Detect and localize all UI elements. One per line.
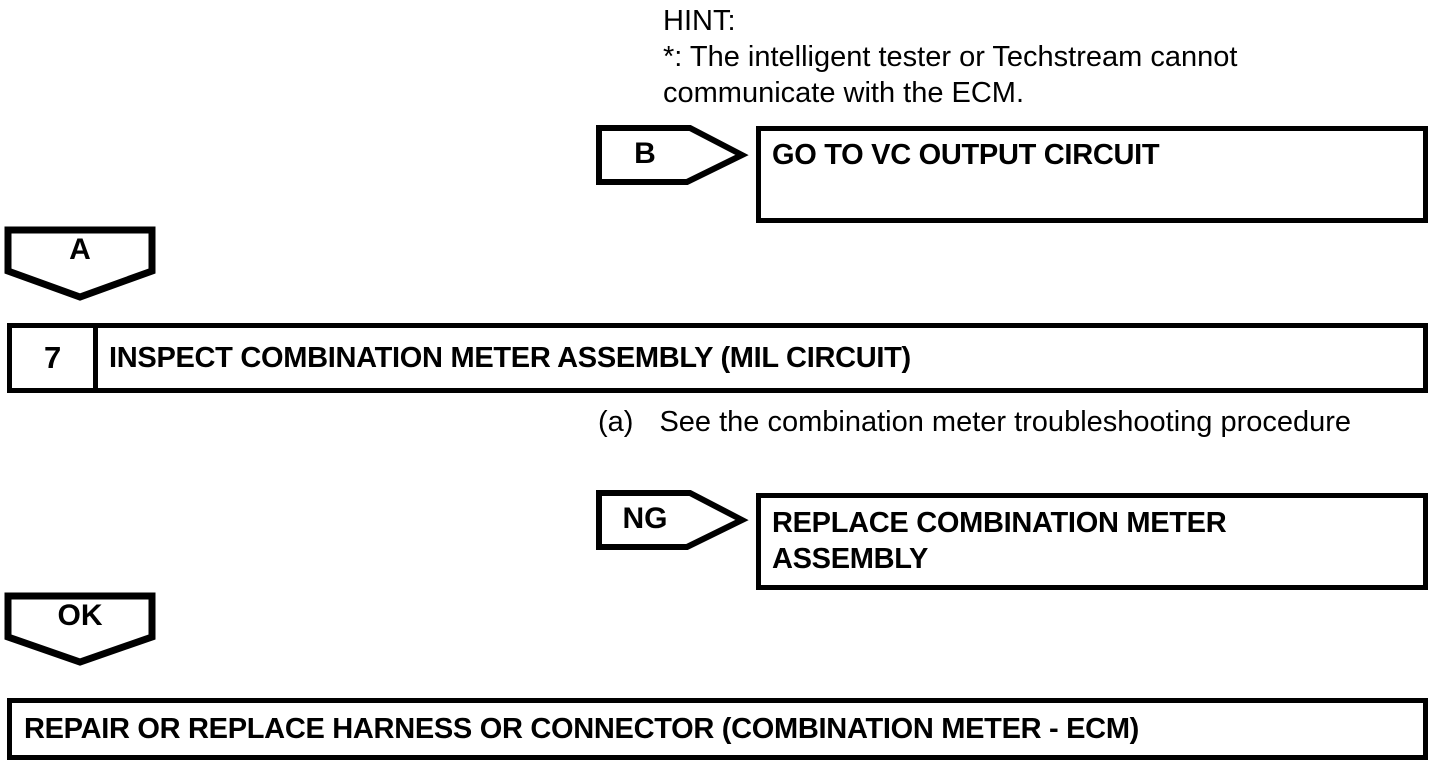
connector-ng-arrow-icon xyxy=(596,490,749,550)
replace-combination-meter-line-1: REPLACE COMBINATION METER xyxy=(772,507,1227,539)
step-title: INSPECT COMBINATION METER ASSEMBLY (MIL … xyxy=(109,341,911,374)
go-to-vc-output-circuit-text: GO TO VC OUTPUT CIRCUIT xyxy=(772,139,1160,171)
hint-line-2: communicate with the ECM. xyxy=(663,77,1025,109)
connector-ok-label: OK xyxy=(57,599,103,632)
connector-a-label: A xyxy=(69,233,91,266)
hint-title: HINT: xyxy=(663,5,736,37)
go-to-vc-output-circuit-box: GO TO VC OUTPUT CIRCUIT xyxy=(756,126,1428,223)
step-7-box: 7 INSPECT COMBINATION METER ASSEMBLY (MI… xyxy=(7,323,1428,393)
replace-combination-meter-line-2: ASSEMBLY xyxy=(772,543,929,575)
connector-ok-pentagon-icon xyxy=(4,592,156,666)
connector-b-arrow-icon xyxy=(596,125,749,185)
instruction-marker: (a) xyxy=(598,406,634,438)
connector-b-label: B xyxy=(634,137,656,170)
connector-ng-label: NG xyxy=(622,502,668,535)
instruction-line: (a) See the combination meter troublesho… xyxy=(598,406,1351,439)
hint-note: HINT: *: The intelligent tester or Techs… xyxy=(663,3,1237,111)
hint-line-1: *: The intelligent tester or Techstream … xyxy=(663,41,1238,73)
repair-harness-text: REPAIR OR REPLACE HARNESS OR CONNECTOR (… xyxy=(24,712,1140,745)
replace-combination-meter-box: REPLACE COMBINATION METER ASSEMBLY xyxy=(756,493,1428,590)
connector-a-pentagon-icon xyxy=(4,226,156,301)
instruction-text: See the combination meter troubleshootin… xyxy=(659,406,1352,438)
repair-harness-box: REPAIR OR REPLACE HARNESS OR CONNECTOR (… xyxy=(7,698,1428,760)
step-number: 7 xyxy=(12,328,98,388)
